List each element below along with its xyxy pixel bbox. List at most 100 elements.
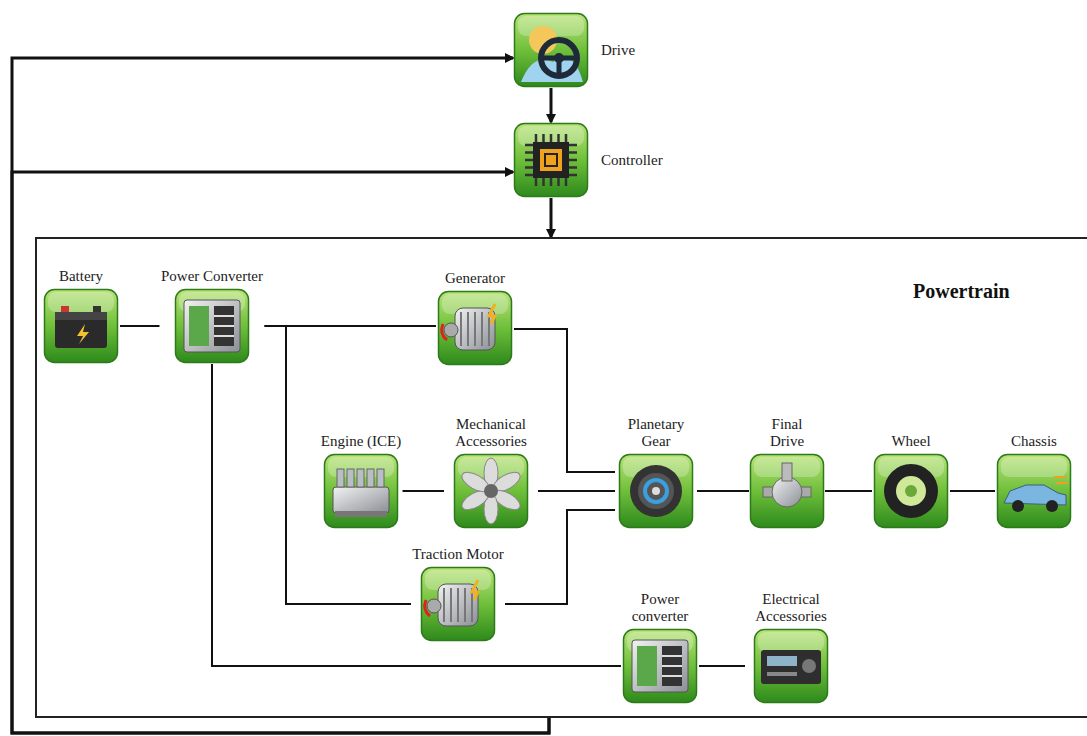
component-label: Generator: [436, 270, 514, 287]
power-link: [950, 490, 995, 492]
graphic-part: [176, 290, 249, 363]
graphic-part: [525, 134, 577, 186]
graphic-part: [767, 672, 797, 676]
graphic-part: [515, 124, 588, 197]
graphic-part: [422, 568, 495, 641]
graphic-part: [1046, 500, 1058, 512]
component-icon: [513, 12, 589, 88]
signal-arrow: [12, 58, 549, 733]
graphic-part: [782, 463, 792, 481]
graphic-part: [525, 134, 577, 186]
component-icon: [618, 453, 694, 529]
graphic-part: [325, 455, 398, 528]
component-label: Chassis: [995, 433, 1073, 450]
graphic-part: [1012, 500, 1024, 512]
graphic-part: [624, 630, 697, 703]
power-link: [265, 325, 437, 327]
component-block: Power Converter: [160, 268, 265, 364]
graphic-part: [357, 469, 364, 487]
component-block: Drive: [513, 12, 635, 88]
graphic-part: [630, 465, 682, 517]
graphic-part: [461, 312, 489, 346]
graphic-part: [541, 58, 577, 76]
component-block: Generator: [436, 270, 514, 366]
component-block: Wheel: [872, 433, 950, 529]
graphic-part: [632, 640, 688, 692]
graphic-part: [189, 306, 209, 346]
component-block: Chassis: [995, 433, 1073, 529]
component-icon: [453, 453, 529, 529]
graphic-part: [455, 455, 528, 528]
graphic-part: [367, 469, 374, 487]
component-icon: [437, 290, 513, 366]
graphic-part: [540, 149, 562, 171]
graphic-part: [333, 487, 389, 513]
graphic-part: [905, 485, 917, 497]
signal-arrow: [550, 198, 553, 237]
component-block: Mechanical Accessories: [444, 416, 538, 529]
component-icon: [513, 122, 589, 198]
graphic-part: [377, 469, 384, 487]
graphic-part: [533, 142, 569, 178]
graphic-part: [525, 134, 577, 186]
graphic-part: [620, 455, 693, 528]
component-label: Battery: [42, 268, 120, 285]
graphic-part: [61, 306, 69, 312]
graphic-part: [439, 292, 512, 365]
component-icon: [753, 628, 829, 704]
label-text: Generator: [436, 270, 514, 287]
power-link: [403, 490, 445, 492]
graphic-part: [652, 487, 660, 495]
label-text: Engine (ICE): [320, 433, 403, 450]
graphic-part: [751, 455, 824, 528]
component-block: Electrical Accessories: [745, 591, 837, 704]
graphic-part: [55, 312, 107, 348]
graphic-part: [515, 14, 588, 87]
graphic-part: [335, 511, 387, 517]
label-text: Chassis: [995, 433, 1073, 450]
graphic-part: [638, 473, 674, 509]
component-icon: [420, 566, 496, 642]
graphic-part: [444, 588, 472, 622]
graphic-part: [525, 134, 577, 186]
label-text: Electrical Accessories: [746, 591, 836, 625]
power-link: [514, 329, 615, 472]
graphic-part: [1001, 457, 1067, 477]
graphic-part: [767, 656, 797, 666]
graphic-part: [525, 134, 577, 186]
label-text: Power Converter: [160, 268, 265, 285]
graphic-part: [442, 324, 447, 340]
graphic-part: [337, 469, 344, 487]
power-link: [697, 490, 749, 492]
component-label: Power Converter: [160, 268, 265, 285]
graphic-part: [55, 312, 107, 320]
power-link: [265, 326, 412, 604]
power-link: [212, 364, 621, 666]
graphic-part: [347, 469, 354, 487]
graphic-part: [93, 306, 101, 312]
component-label: Final Drive: [757, 416, 817, 450]
component-label: Wheel: [872, 433, 950, 450]
component-label: Mechanical Accessories: [445, 416, 537, 450]
graphic-part: [875, 455, 948, 528]
component-icon: [873, 453, 949, 529]
label-text: Wheel: [872, 433, 950, 450]
label-text: Battery: [42, 268, 120, 285]
graphic-part: [48, 292, 114, 312]
component-icon: [323, 453, 399, 529]
component-label: Electrical Accessories: [746, 591, 836, 625]
graphic-part: [214, 316, 234, 336]
graphic-part: [541, 40, 577, 76]
label-text: Mechanical Accessories: [445, 416, 537, 450]
component-block: Planetary Gear: [615, 416, 697, 529]
label-text: Controller: [601, 152, 663, 169]
component-icon: [622, 628, 698, 704]
graphic-part: [1054, 477, 1068, 483]
component-icon: [174, 288, 250, 364]
power-link: [120, 325, 160, 327]
graphic-part: [444, 323, 458, 337]
graphic-part: [637, 646, 657, 686]
graphic-part: [427, 599, 441, 613]
component-icon: [996, 453, 1072, 529]
